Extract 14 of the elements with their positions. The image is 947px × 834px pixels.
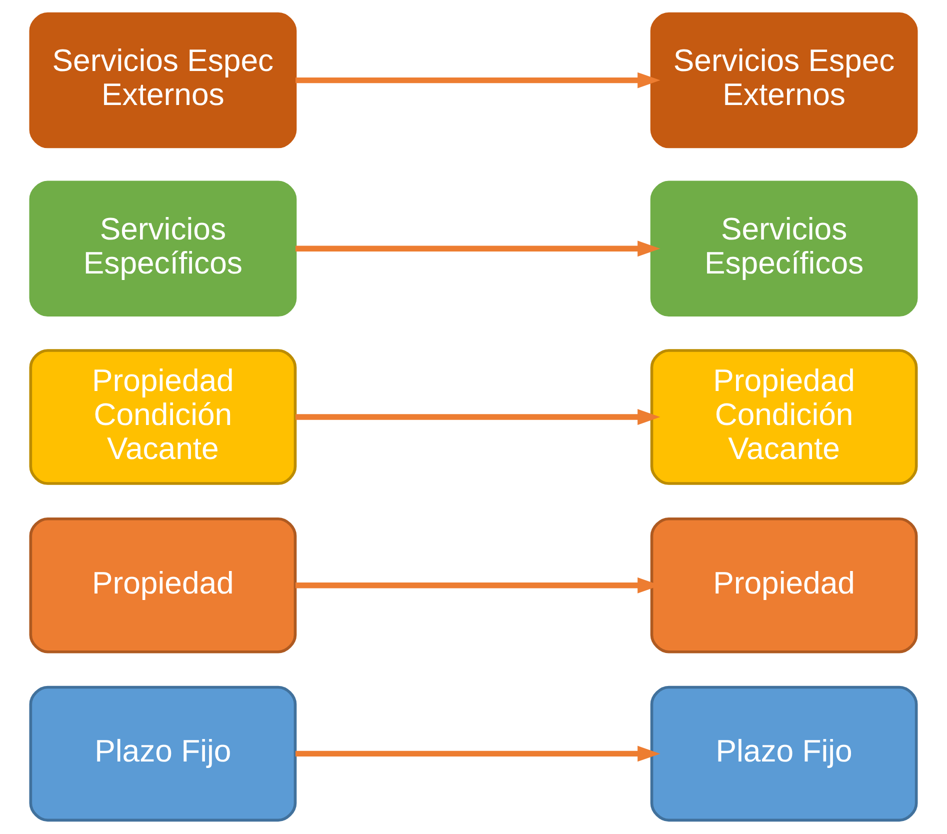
- node-box: Propiedad Condición Vacante: [650, 349, 918, 485]
- node-box: Propiedad: [650, 517, 918, 654]
- node-box: Servicios Espec Externos: [29, 12, 297, 148]
- arrow: [295, 240, 660, 257]
- node-box: Servicios Específicos: [650, 180, 918, 317]
- arrow: [295, 746, 660, 762]
- node-box: Propiedad Condición Vacante: [29, 349, 297, 485]
- node-box: Servicios Espec Externos: [650, 12, 918, 148]
- node-box: Propiedad: [29, 517, 297, 654]
- arrow: [295, 409, 660, 425]
- node-box: Servicios Específicos: [29, 180, 297, 317]
- node-box: Plazo Fijo: [650, 686, 918, 822]
- node-box: Plazo Fijo: [29, 686, 297, 822]
- arrow: [295, 72, 660, 88]
